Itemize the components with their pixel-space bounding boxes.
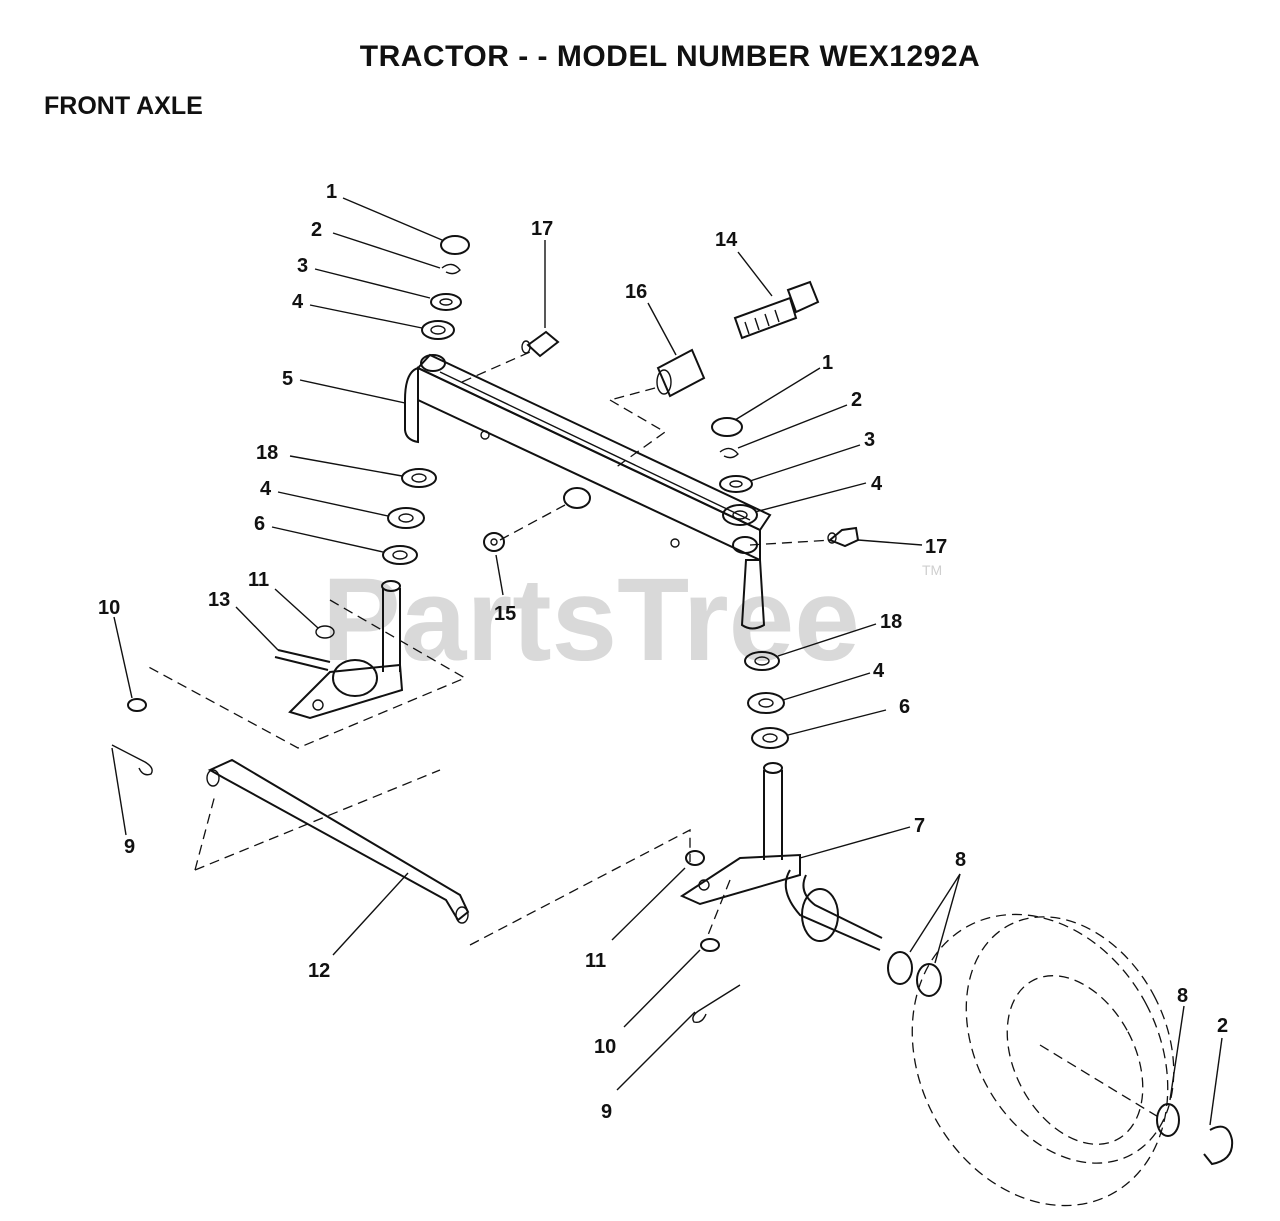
left-spindle-parts xyxy=(274,235,470,720)
callout-11: 11 xyxy=(585,950,606,972)
front-wheel xyxy=(911,913,1175,1207)
callout-18: 18 xyxy=(880,611,902,633)
callout-11: 11 xyxy=(248,569,269,591)
callout-15: 15 xyxy=(494,603,516,625)
callout-17: 17 xyxy=(531,218,553,240)
axle-beam xyxy=(404,353,772,630)
section-title: FRONT AXLE xyxy=(44,92,203,120)
watermark-trademark: TM xyxy=(922,562,942,578)
callout-1: 1 xyxy=(326,181,337,203)
callout-9: 9 xyxy=(124,836,135,858)
right-spindle-parts xyxy=(679,417,883,951)
page-title: TRACTOR - - MODEL NUMBER WEX1292A xyxy=(359,40,981,73)
callout-9: 9 xyxy=(601,1101,612,1123)
callout-13: 13 xyxy=(208,589,230,611)
callout-14: 14 xyxy=(715,229,738,251)
leader-lines xyxy=(111,197,1223,1126)
callout-3: 3 xyxy=(864,429,875,451)
callout-8: 8 xyxy=(1177,985,1188,1007)
callout-4: 4 xyxy=(871,473,883,495)
callout-4: 4 xyxy=(292,291,304,313)
callout-17: 17 xyxy=(925,536,947,558)
watermark: PartsTree xyxy=(322,554,860,686)
callout-10: 10 xyxy=(594,1036,616,1058)
callout-10: 10 xyxy=(98,597,120,619)
callout-4: 4 xyxy=(260,478,272,500)
callout-2: 2 xyxy=(851,389,862,411)
callout-6: 6 xyxy=(254,513,265,535)
callout-2: 2 xyxy=(311,219,322,241)
callout-16: 16 xyxy=(625,281,647,303)
callout-6: 6 xyxy=(899,696,910,718)
callout-3: 3 xyxy=(297,255,308,277)
callout-5: 5 xyxy=(282,368,293,390)
assembly-lines xyxy=(144,351,833,946)
callout-18: 18 xyxy=(256,442,278,464)
callout-labels: 1 2 3 4 5 18 4 6 11 13 10 9 17 16 14 1 2… xyxy=(98,181,1228,1123)
callout-2: 2 xyxy=(1217,1015,1228,1037)
callout-8: 8 xyxy=(955,849,966,871)
callout-1: 1 xyxy=(822,352,833,374)
callout-7: 7 xyxy=(914,815,925,837)
callout-12: 12 xyxy=(308,960,330,982)
callout-4: 4 xyxy=(873,660,885,682)
misc-parts xyxy=(111,280,1234,1166)
